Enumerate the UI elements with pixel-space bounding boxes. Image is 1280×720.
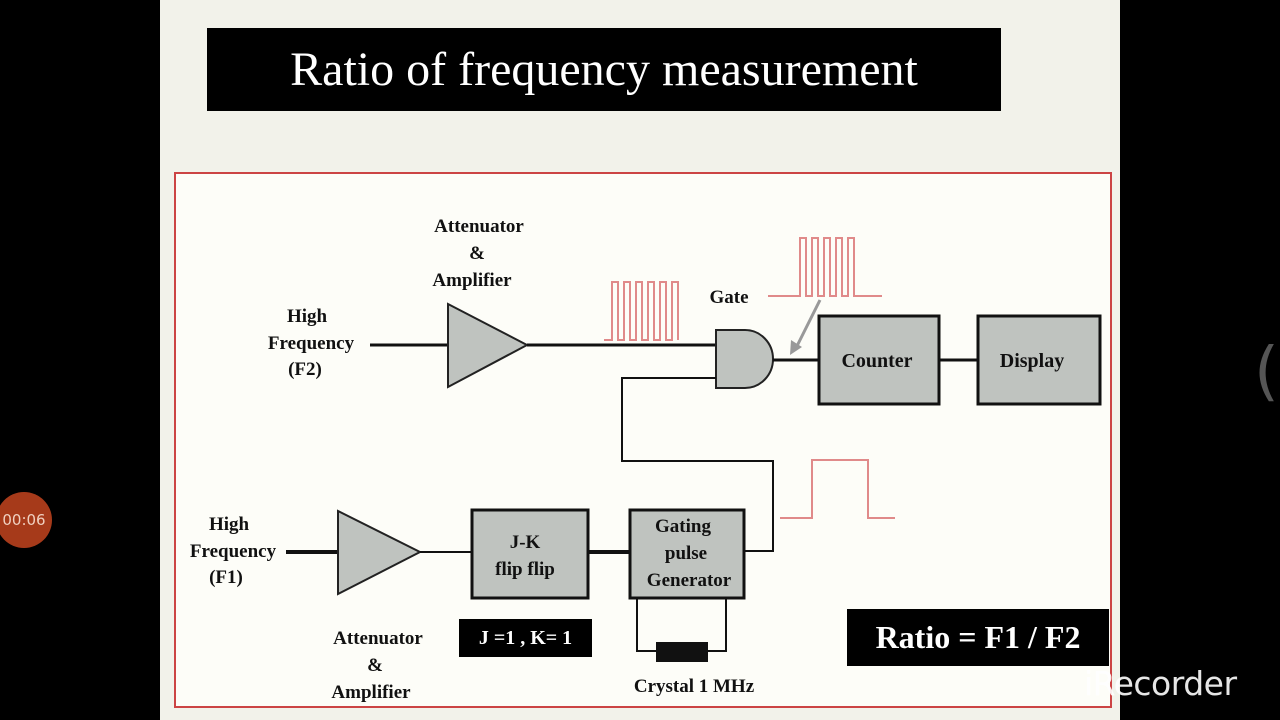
svg-text:Frequency: Frequency (190, 541, 277, 562)
jk-flipflop-block (470, 508, 590, 600)
wire-gating-to-gate (621, 377, 774, 552)
jk-condition-box: J =1 , K= 1 (459, 619, 592, 657)
svg-text:&: & (367, 655, 383, 676)
amplifier-top-triangle (447, 302, 530, 389)
jk-condition-text: J =1 , K= 1 (478, 626, 573, 649)
crystal-label: Crystal 1 MHz (634, 676, 755, 697)
and-gate (715, 329, 774, 389)
pulse-train-gated (768, 237, 882, 297)
side-handle-glyph[interactable]: ( (1254, 335, 1279, 409)
amplifier-bottom-triangle (337, 509, 423, 596)
input-top-label: High Frequency (F2) (268, 306, 355, 380)
gating-generator-block (628, 508, 746, 600)
gating-label-line3: Generator (647, 570, 732, 591)
crystal-block (656, 642, 708, 662)
svg-text:&: & (469, 243, 485, 264)
gating-pulse-wave (780, 459, 895, 519)
svg-text:Amplifier: Amplifier (331, 682, 411, 703)
svg-text:Frequency: Frequency (268, 333, 355, 354)
amp-bottom-label: Attenuator & Amplifier (331, 628, 423, 703)
title-bar: Ratio of frequency measurement (207, 28, 1001, 111)
svg-text:Amplifier: Amplifier (432, 270, 512, 291)
ratio-formula-text: Ratio = F1 / F2 (875, 619, 1081, 655)
jk-label-line1: J-K (510, 532, 541, 553)
gate-arrow-head (790, 340, 802, 355)
counter-label: Counter (841, 350, 912, 372)
recorder-watermark: iRecorder (1084, 664, 1237, 703)
svg-text:Attenuator: Attenuator (434, 216, 524, 237)
jk-label-line2: flip flip (495, 559, 555, 580)
svg-text:High: High (287, 306, 328, 327)
gate-arrow (793, 299, 822, 351)
recorder-timer-button[interactable]: 00:06 (0, 492, 52, 548)
gate-label: Gate (709, 287, 748, 308)
svg-text:(F1): (F1) (209, 567, 243, 588)
display-label: Display (1000, 350, 1064, 372)
counter-block (817, 314, 941, 406)
recorder-timer-text: 00:06 (2, 511, 46, 529)
display-block (976, 314, 1102, 406)
ratio-formula-box: Ratio = F1 / F2 (847, 609, 1109, 666)
amp-top-label: Attenuator & Amplifier (432, 216, 524, 291)
pulse-train-top (604, 281, 679, 341)
svg-text:High: High (209, 514, 250, 535)
input-bottom-label: High Frequency (F1) (190, 514, 277, 588)
svg-text:Attenuator: Attenuator (333, 628, 423, 649)
slide-title: Ratio of frequency measurement (290, 43, 918, 96)
svg-text:(F2): (F2) (288, 359, 322, 380)
gating-label-line1: Gating (655, 516, 711, 537)
gating-label-line2: pulse (665, 543, 707, 564)
